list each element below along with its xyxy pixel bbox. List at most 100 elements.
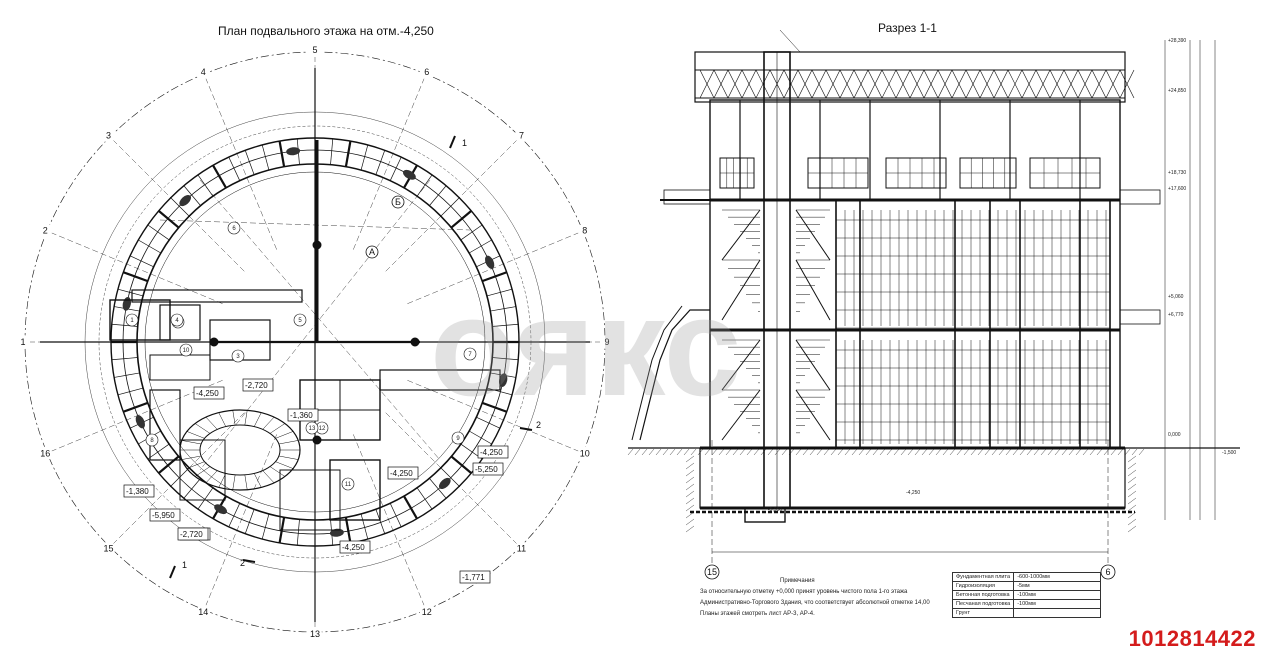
wall-pier [183,478,201,499]
notes-heading: Примечания [780,578,815,584]
soil-hatch-stroke [1127,518,1137,526]
soil-hatch-stroke [1026,448,1033,456]
axis-bubble [38,446,53,461]
soil-hatch-stroke [963,448,970,456]
axis-label: 14 [198,607,208,617]
radial-axis [353,78,425,250]
room-number-circle [170,313,184,327]
stair-flight [795,259,831,321]
elevation-mark: +18,730 [1168,170,1186,176]
soil-hatch-stroke [1127,525,1137,533]
axis-bubble [101,541,116,556]
layer-name: Фундаментная плита [951,572,1015,582]
soil-hatch-stroke [1040,448,1047,456]
room-number: 11 [345,482,352,488]
soil-hatch-stroke [739,448,746,456]
wall-pier [344,140,352,167]
soil-hatch-stroke [1089,448,1096,456]
truss-diagonal [755,69,771,99]
stair-tread [278,440,299,445]
soil-hatch-stroke [900,448,907,456]
wall-pier [212,164,227,189]
soil-hatch-stroke [1082,448,1089,456]
soil-hatch-stroke [725,448,732,456]
notes-block: Примечания За относительную отметку +0,0… [700,576,930,620]
room-number-circle [231,349,245,363]
soil-hatch-stroke [690,448,697,456]
wall-pier [129,255,154,268]
soil-hatch-stroke [942,448,949,456]
stair-tread [194,423,211,434]
room-number-circle [341,477,355,491]
level-mark: -1,380 [126,487,149,496]
room-number: 7 [468,352,472,358]
wall-pier [486,288,513,297]
truss-diagonal [1021,69,1037,99]
stair-tread [232,410,236,426]
radial-axis [205,78,277,250]
section-title: Разрез 1-1 [878,21,937,35]
pier-block [329,528,344,537]
soil-hatch-stroke [781,448,788,456]
wall-pier [481,401,508,413]
truss-diagonal [853,69,869,99]
stair-tread [269,466,286,477]
soil-hatch-stroke [1061,448,1068,456]
soil-hatch-stroke [844,448,851,456]
truss-diagonal [1049,69,1065,99]
wall-pier [122,401,149,413]
row-label: А [369,247,375,257]
truss-diagonal [1091,69,1107,99]
room-number: 9 [456,436,460,442]
wall-pier [429,478,447,499]
level-mark-box [177,527,209,541]
soil-hatch-stroke [977,448,984,456]
axis-bubble [308,627,322,641]
truss-diagonal [811,69,827,99]
soil-hatch-stroke [928,448,935,456]
level-mark-box [477,445,509,459]
wall-pier [429,185,447,206]
pier-block [135,415,146,429]
pier-block [286,147,301,156]
stair-flight [795,339,831,391]
soil-hatch-stroke [1068,448,1075,456]
level-mark-box [123,484,155,498]
wall-pier [261,513,270,540]
glazing-grid [835,200,1111,448]
soil-hatch-stroke [669,448,676,456]
row-label: Б [395,197,401,207]
level-mark-box [149,508,181,522]
radial-axis [205,434,277,606]
room-number: 10 [183,348,190,354]
soil-hatch-stroke [1005,448,1012,456]
table-row: Гидроизоляция-5мм [951,581,1102,591]
soil-hatch-stroke [1110,448,1117,456]
wall-pier [490,306,516,312]
wall-pier [117,387,144,396]
soil-hatch-stroke [685,469,695,477]
soil-hatch-stroke [1127,462,1137,470]
wall-pier [330,138,334,165]
truss-diagonal [909,69,925,99]
truss-diagonal [951,69,967,99]
soil-hatch-stroke [795,448,802,456]
level-mark-box [242,378,274,392]
note-line: За относительную отметку +0,000 принят у… [700,589,908,595]
soil-hatch-stroke [641,448,648,456]
soil-hatch-stroke [1054,448,1061,456]
wall-pier [228,503,241,528]
stair-tread [244,410,248,426]
axis-bubble [704,564,720,580]
wall-pier [122,271,149,283]
axis-bubble [514,128,529,143]
layer-table: Фундаментная плита-600-1000мм Гидроизоля… [951,572,1102,618]
soil-hatch-stroke [732,448,739,456]
stair-tread [262,470,275,484]
truss-diagonal [993,69,1009,99]
soil-hatch-stroke [685,462,695,470]
soil-hatch [627,448,1145,533]
soil-hatch-stroke [907,448,914,456]
axis-label: 6 [1105,567,1110,577]
